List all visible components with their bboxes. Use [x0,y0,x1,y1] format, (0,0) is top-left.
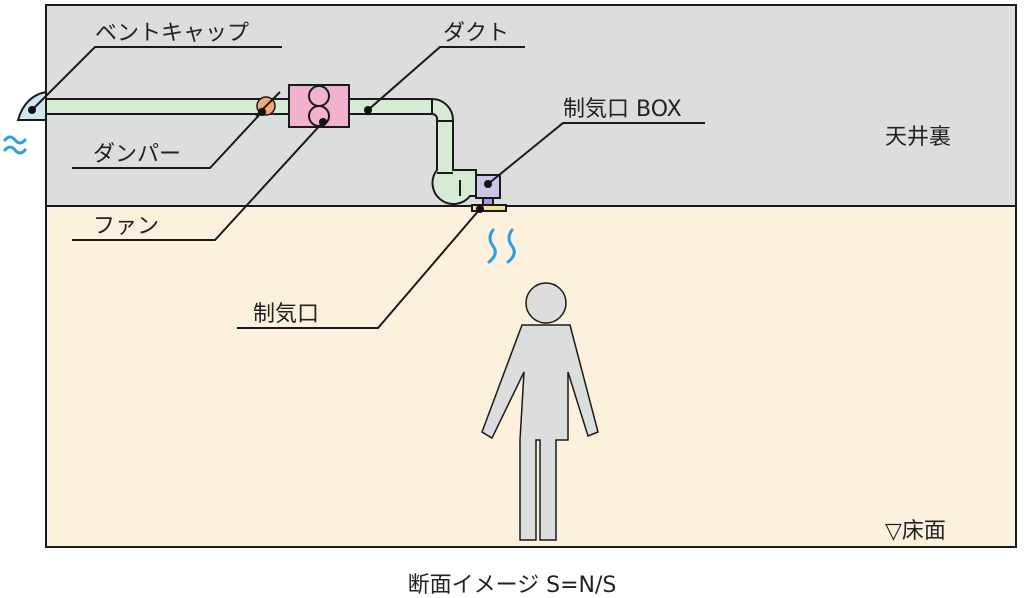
label-damper: ダンパー [93,142,181,167]
person-figure [481,282,599,541]
outer-frame [45,4,1017,548]
caption: 断面イメージ S=N/S [408,573,617,598]
label-vent-cap: ベントキャップ [95,21,249,46]
fan [288,84,350,128]
label-diffuser-box: 制気口 BOX [563,97,682,122]
label-fan: ファン [93,214,159,239]
duct [45,98,477,205]
leader-lines [28,46,705,329]
label-diffuser: 制気口 [253,302,319,327]
label-duct: ダクト [443,21,509,46]
label-floor: ▽床面 [885,519,946,544]
airflow-icon [3,135,516,264]
label-ceiling-space: 天井裏 [885,125,951,150]
diffuser-box [471,174,507,212]
